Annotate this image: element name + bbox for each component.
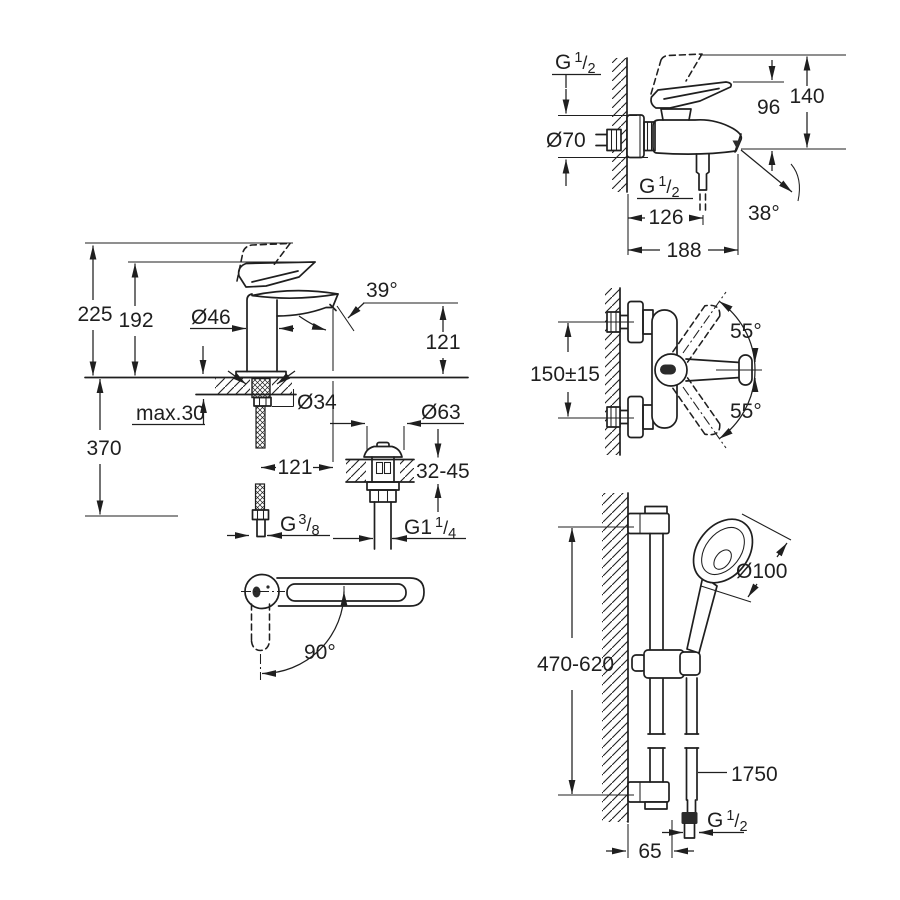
dim-mixer-union-spacing: 150±15	[530, 363, 600, 386]
dim-basin-body-dia: Ø46	[191, 306, 231, 329]
dim-handle-swing-angle: 90°	[304, 641, 336, 664]
dim-bath-spout-angle: 38°	[748, 202, 780, 225]
dim-basin-height-overall: 225	[77, 303, 112, 326]
dim-basin-height-spout: 192	[118, 309, 153, 332]
dim-bath-height-overall: 140	[789, 85, 824, 108]
dim-rail-head-dia: Ø100	[736, 560, 787, 583]
dim-waste-flange-dia: Ø63	[421, 401, 461, 424]
dim-bath-spout-reach: 188	[666, 239, 701, 262]
dim-rail-bar-range: 470-620	[537, 653, 614, 676]
dim-bath-height-handle: 96	[757, 96, 780, 119]
dim-bath-wall-to-outlet: 126	[648, 206, 683, 229]
dim-rail-hose-length: 1750	[731, 763, 778, 786]
shower-mixer-drawing: 150±15 55° 55°	[530, 287, 762, 456]
basin-mixer-drawing: 225 192 Ø46 39° 121 max.30 370 Ø34	[77, 242, 469, 539]
dim-basin-spout-reach: 121	[277, 456, 312, 479]
dim-mixer-swing-down: 55°	[730, 400, 762, 423]
dim-basin-shank-dia: Ø34	[297, 391, 337, 414]
dim-rail-wall-offset: 65	[638, 840, 661, 863]
dim-basin-spray-angle: 39°	[366, 279, 398, 302]
dim-basin-deck-max: max.30	[136, 402, 205, 425]
dim-waste-basin-thickness: 32-45	[416, 460, 470, 483]
dim-basin-spout-height: 121	[425, 331, 460, 354]
handle-rotation-detail: 90°	[241, 573, 425, 680]
dim-bath-escutcheon-dia: Ø70	[546, 129, 586, 152]
dim-basin-hose-length: 370	[86, 437, 121, 460]
dim-mixer-swing-up: 55°	[730, 320, 762, 343]
